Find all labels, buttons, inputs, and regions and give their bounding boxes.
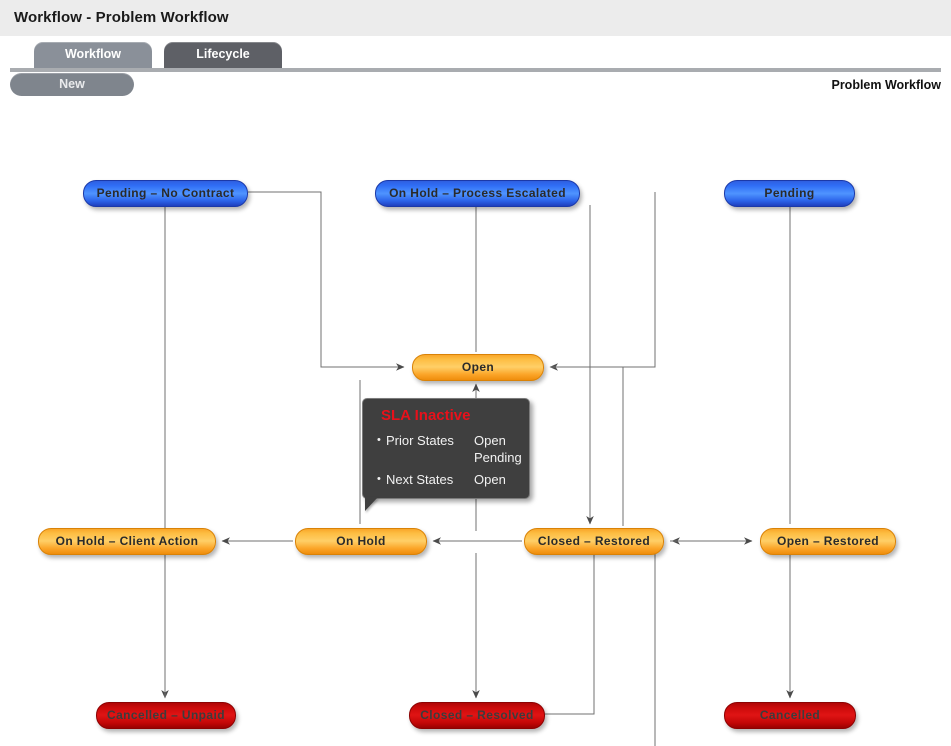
node-on-hold[interactable]: On Hold [295,528,427,555]
node-pending-no-contract[interactable]: Pending – No Contract [83,180,248,207]
tooltip-row-next-states: • Next States Open [377,471,519,488]
node-on-hold-client-action[interactable]: On Hold – Client Action [38,528,216,555]
node-cancelled-unpaid[interactable]: Cancelled – Unpaid [96,702,236,729]
window-titlebar: Workflow - Problem Workflow [0,0,951,37]
node-open[interactable]: Open [412,354,544,381]
bullet-icon: • [377,434,381,446]
tooltip-tail [365,497,378,511]
tooltip-value: Pending [474,450,522,465]
tooltip-value: Open [474,433,506,448]
tab-underline [10,68,941,72]
sla-inactive-tooltip: SLA Inactive • Prior States Open Pending… [362,398,530,511]
workflow-name-caption: Problem Workflow [831,78,941,92]
edge-layer [161,191,794,746]
tooltip-label: Next States [386,472,454,487]
node-cancelled[interactable]: Cancelled [724,702,856,729]
tooltip-value: Open [474,472,506,487]
tooltip-row-prior-states: • Prior States Open Pending [377,432,522,466]
page-title: Workflow - Problem Workflow [14,9,229,26]
node-open-restored[interactable]: Open – Restored [760,528,896,555]
node-on-hold-process-escalated[interactable]: On Hold – Process Escalated [375,180,580,207]
action-bar: New Problem Workflow [0,73,951,101]
workflow-diagram-canvas[interactable]: Pending – No Contract On Hold – Process E… [0,101,951,746]
tooltip-label: Prior States [386,433,454,448]
node-pending[interactable]: Pending [724,180,855,207]
tab-strip: Workflow Lifecycle [0,36,951,68]
node-closed-restored[interactable]: Closed – Restored [524,528,664,555]
tab-workflow[interactable]: Workflow [34,42,152,68]
tooltip-title: SLA Inactive [381,407,471,424]
node-closed-resolved[interactable]: Closed – Resolved [409,702,545,729]
bullet-icon: • [377,473,381,485]
new-button[interactable]: New [10,73,134,96]
tab-lifecycle[interactable]: Lifecycle [164,42,282,68]
